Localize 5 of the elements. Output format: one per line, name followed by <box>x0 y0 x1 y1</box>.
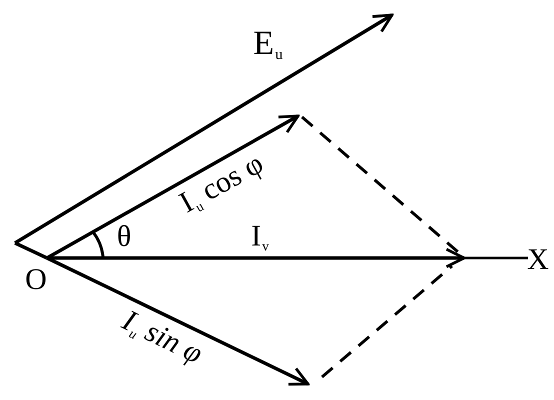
axis-label: X <box>527 245 549 275</box>
angle-label: θ <box>116 222 132 252</box>
vector-label: E$_{u}$ <box>253 27 283 63</box>
vector-label: I$_{v}$ <box>251 221 269 253</box>
origin-label: O <box>25 265 47 295</box>
